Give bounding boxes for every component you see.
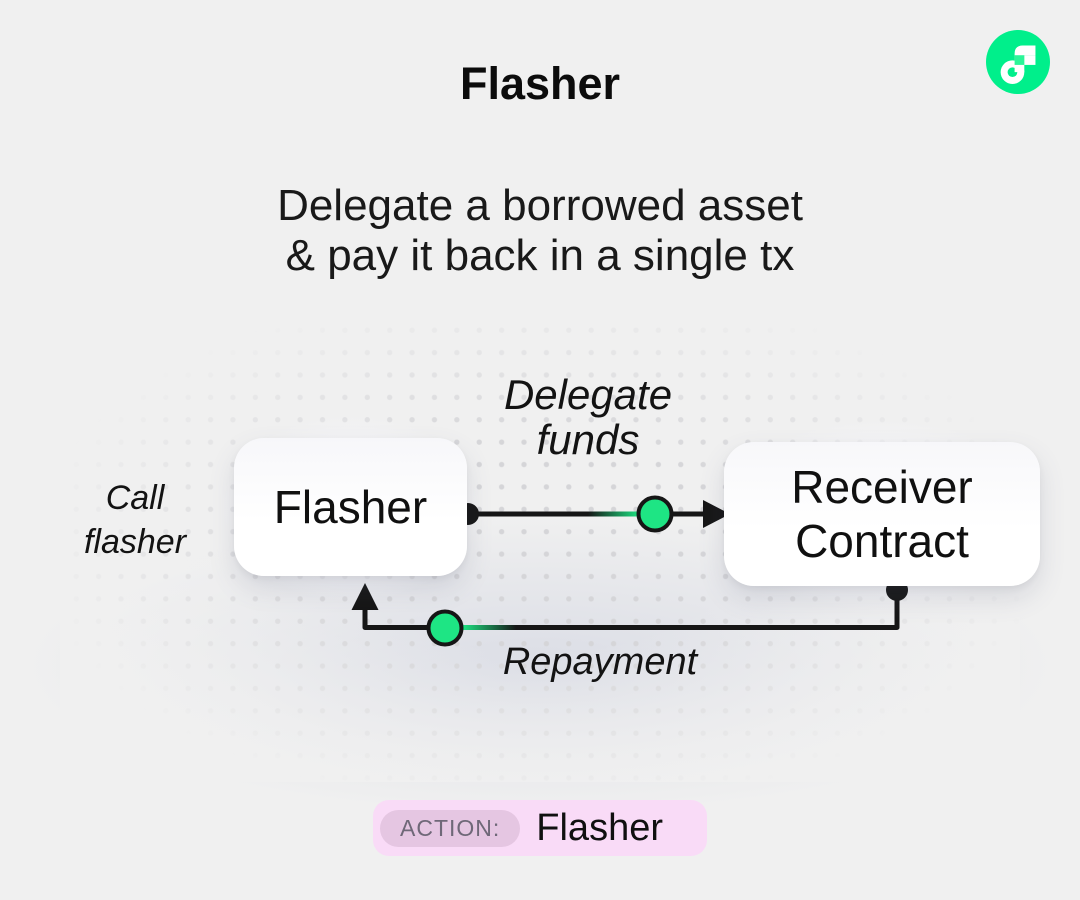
edge-label-repayment: Repayment [440,641,760,684]
label-call-flasher: Call flasher [25,476,245,564]
action-badge: ACTION: Flasher [373,800,707,856]
flow-logo-icon [986,30,1050,94]
node-receiver-label-line1: Receiver [791,461,973,513]
repayment-arrowhead [351,583,379,610]
repayment-label: Repayment [502,641,698,683]
node-flasher: Flasher [234,438,467,576]
action-badge-prefix: ACTION: [380,809,521,847]
action-badge-value: Flasher [536,806,663,849]
edge-label-delegate-funds: Delegate funds [438,372,738,462]
node-receiver-label-line2: Contract [795,515,969,567]
delegate-arrowhead [703,500,730,528]
page-title: Flasher [459,58,621,109]
delegate-edge [457,495,730,533]
subtitle-line2: & pay it back in a single tx [285,231,795,280]
delegate-label-line1: Delegate [503,371,673,418]
repayment-line [362,590,900,630]
repayment-edge [351,579,908,647]
call-flasher-line1: Call [105,479,165,517]
repayment-token-dot [426,609,464,647]
node-flasher-label: Flasher [273,481,428,533]
delegate-token-dot [636,495,674,533]
delegate-label-line2: funds [536,416,640,463]
node-receiver-contract: Receiver Contract [724,442,1040,586]
subtitle: Delegate a borrowed asset & pay it back … [0,181,1080,281]
call-flasher-line2: flasher [83,523,187,561]
subtitle-line1: Delegate a borrowed asset [277,181,803,230]
